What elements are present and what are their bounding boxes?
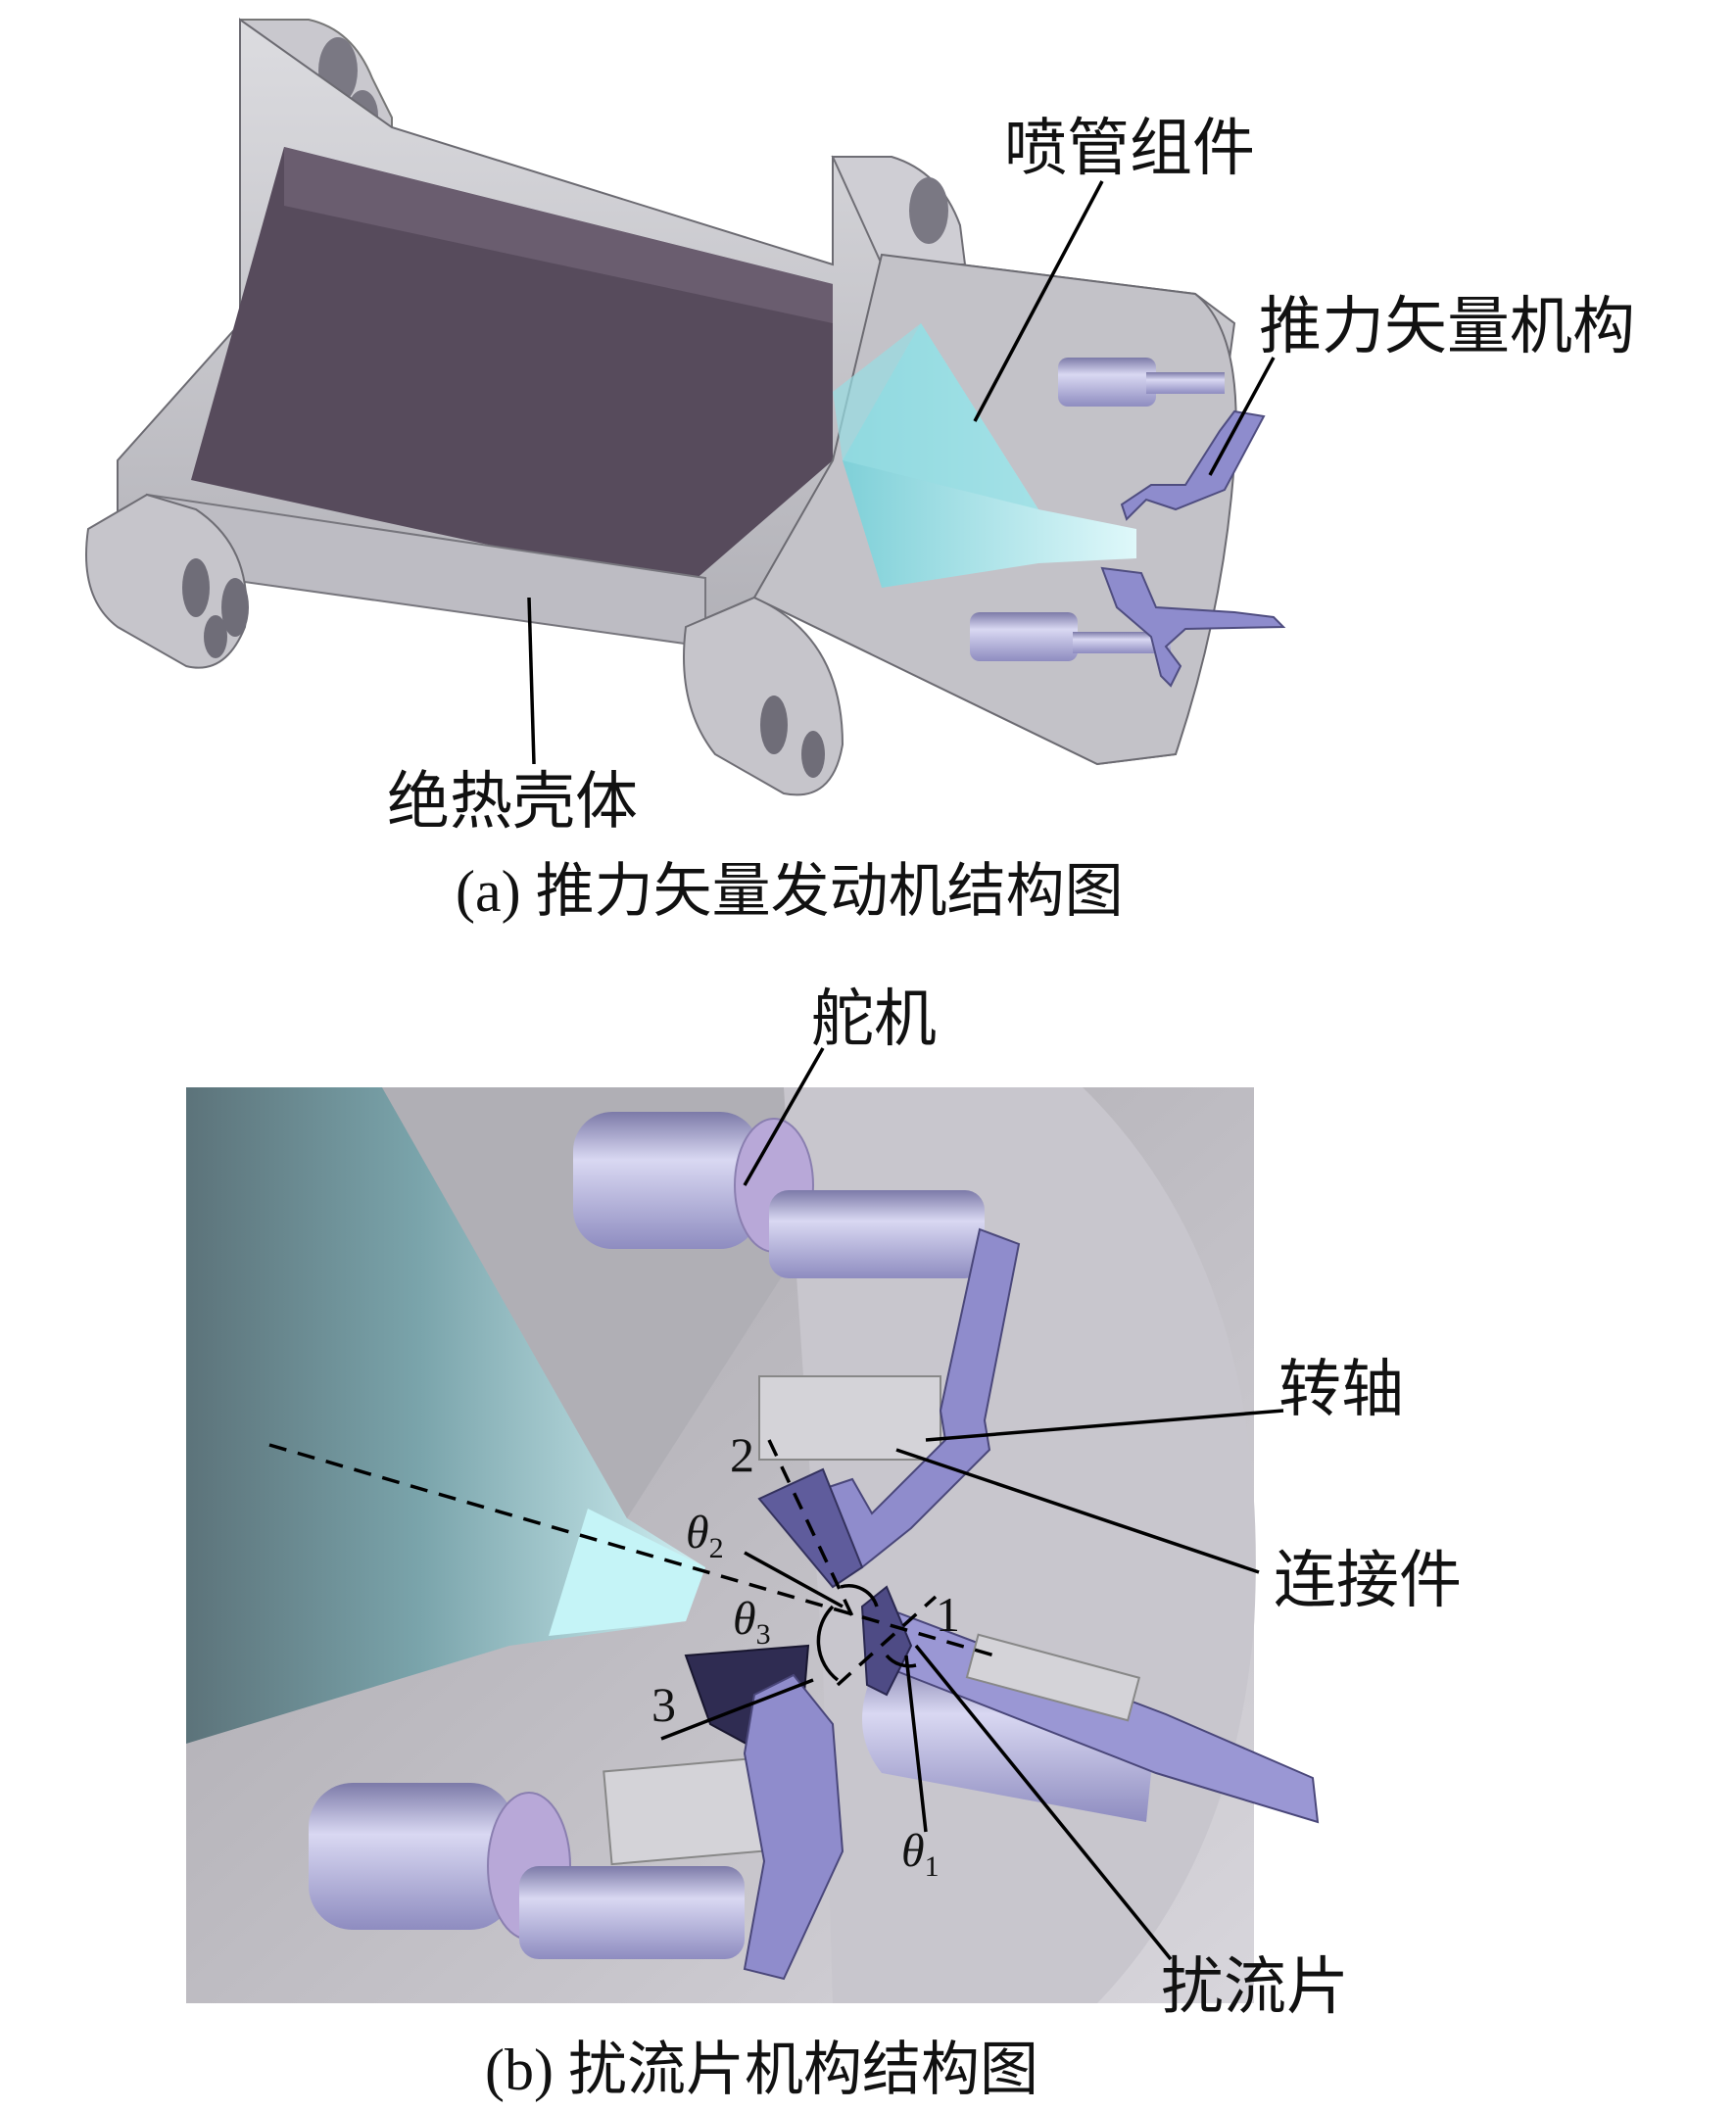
caption-panel-a: (a) 推力矢量发动机结构图	[456, 859, 1124, 924]
number-1: 1	[936, 1587, 960, 1642]
servo-lower-rod	[519, 1866, 745, 1959]
number-3: 3	[651, 1677, 676, 1732]
label-nozzle-assembly: 喷管组件	[1004, 113, 1255, 185]
servo-rod-upper-a	[1146, 372, 1225, 394]
leader-theta2	[744, 1551, 844, 1608]
servo-upper-rod	[769, 1190, 985, 1278]
connector-lower	[743, 1673, 844, 1981]
angle-arc-theta1	[885, 1654, 917, 1668]
label-connector: 连接件	[1274, 1545, 1462, 1617]
theta2-label: θ2	[686, 1507, 724, 1564]
leader-shaft	[925, 1409, 1284, 1442]
liner-shade	[284, 147, 833, 323]
leader-theta1	[904, 1655, 928, 1833]
panel-b-drawing	[186, 1087, 1320, 2003]
thrust-vector-linkage-lower	[1100, 566, 1286, 688]
axis-spoiler-1	[836, 1595, 938, 1687]
servo-lower-right	[862, 1655, 1156, 1822]
label-spoiler: 扰流片	[1161, 1951, 1349, 2024]
servo-upper	[573, 1112, 759, 1249]
shaft-block-upper	[758, 1375, 941, 1461]
leader-insulated-shell	[527, 597, 536, 765]
caption-panel-b: (b) 扰流片机构结构图	[485, 2038, 1038, 2102]
flange-hole	[221, 578, 249, 637]
flange-hole	[182, 558, 210, 617]
label-thrust-vector-mechanism: 推力矢量机构	[1259, 291, 1635, 363]
leader-spoiler-3	[660, 1678, 814, 1741]
label-insulated-shell: 绝热壳体	[387, 766, 638, 839]
nozzle-converging-shade	[833, 323, 1038, 509]
servo-lower-a	[970, 612, 1078, 661]
flange-hole	[760, 696, 788, 754]
leader-spoiler	[914, 1644, 1173, 1961]
leader-servo	[743, 1047, 825, 1186]
shaft-block-lower-right	[965, 1633, 1141, 1722]
number-2: 2	[730, 1427, 754, 1482]
flange-hole	[204, 615, 227, 658]
angle-arc-theta2	[840, 1584, 879, 1607]
servo-lower	[309, 1783, 514, 1930]
leader-nozzle-assembly	[973, 180, 1104, 422]
label-servo: 舵机	[811, 984, 937, 1056]
servo-upper-a	[1058, 358, 1156, 407]
theta3-label: θ3	[733, 1593, 771, 1651]
servo-rod-lower-a	[1073, 632, 1171, 653]
axis-centerline	[268, 1443, 995, 1657]
flange-hole	[909, 177, 948, 244]
angle-arc-theta3	[816, 1605, 840, 1682]
axis-spoiler-2	[767, 1439, 854, 1617]
panel-a-drawing	[85, 18, 1286, 796]
theta1-label: θ1	[901, 1825, 940, 1883]
flange-hole	[801, 731, 825, 778]
label-shaft: 转轴	[1278, 1354, 1404, 1426]
nozzle-exit-glow	[549, 1509, 705, 1636]
leader-connector	[895, 1448, 1260, 1574]
leader-thrust-vector	[1208, 357, 1276, 476]
